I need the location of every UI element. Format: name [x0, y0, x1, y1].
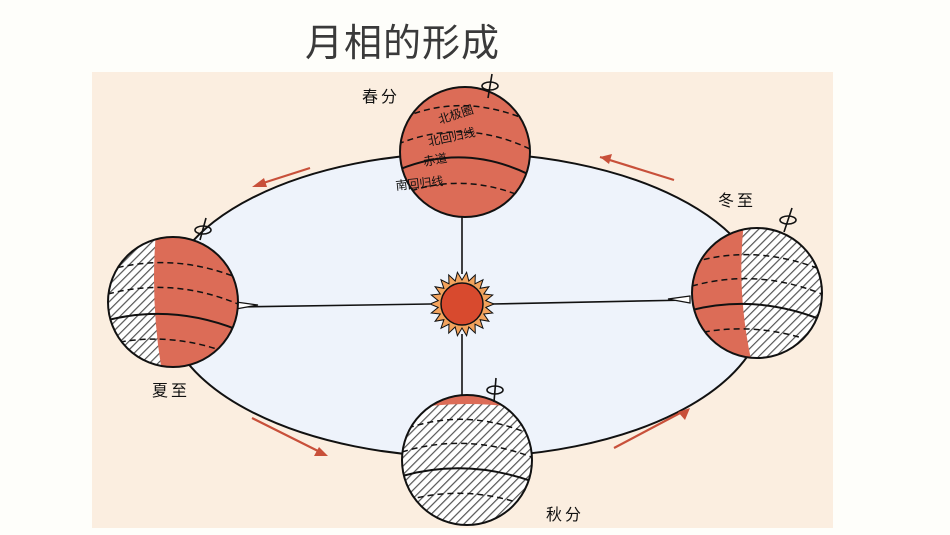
label-winter-solstice: 冬至 — [718, 191, 756, 210]
rotation-icon — [486, 377, 504, 403]
globe-summer-solstice — [107, 217, 239, 368]
diagram-panel: 北极圈 北回归线 赤道 南回归线 — [92, 72, 833, 528]
sun-connector-lines — [235, 215, 691, 396]
globe-line-tropic-capricorn: 南回归线 — [395, 173, 444, 193]
orbit-direction-arrows — [251, 154, 690, 456]
label-autumn-equinox: 秋分 — [546, 505, 584, 524]
sun — [428, 271, 496, 337]
rotation-icon — [481, 73, 499, 99]
rotation-icon — [779, 207, 797, 233]
arrow-top-left — [252, 166, 311, 187]
arrow-top-right — [599, 154, 675, 182]
label-spring-equinox: 春分 — [362, 87, 400, 106]
label-summer-solstice: 夏至 — [152, 381, 190, 400]
globe-spring-equinox: 北极圈 北回归线 赤道 南回归线 — [395, 73, 531, 218]
page-title: 月相的形成 — [305, 21, 501, 65]
pointer-right — [667, 295, 691, 304]
arrow-bottom-right — [613, 408, 690, 449]
globe-line-equator: 赤道 — [422, 151, 448, 169]
arrow-bottom-left — [251, 417, 328, 456]
earth-orbit-diagram: 北极圈 北回归线 赤道 南回归线 — [107, 73, 823, 526]
rotation-icon — [194, 217, 212, 241]
